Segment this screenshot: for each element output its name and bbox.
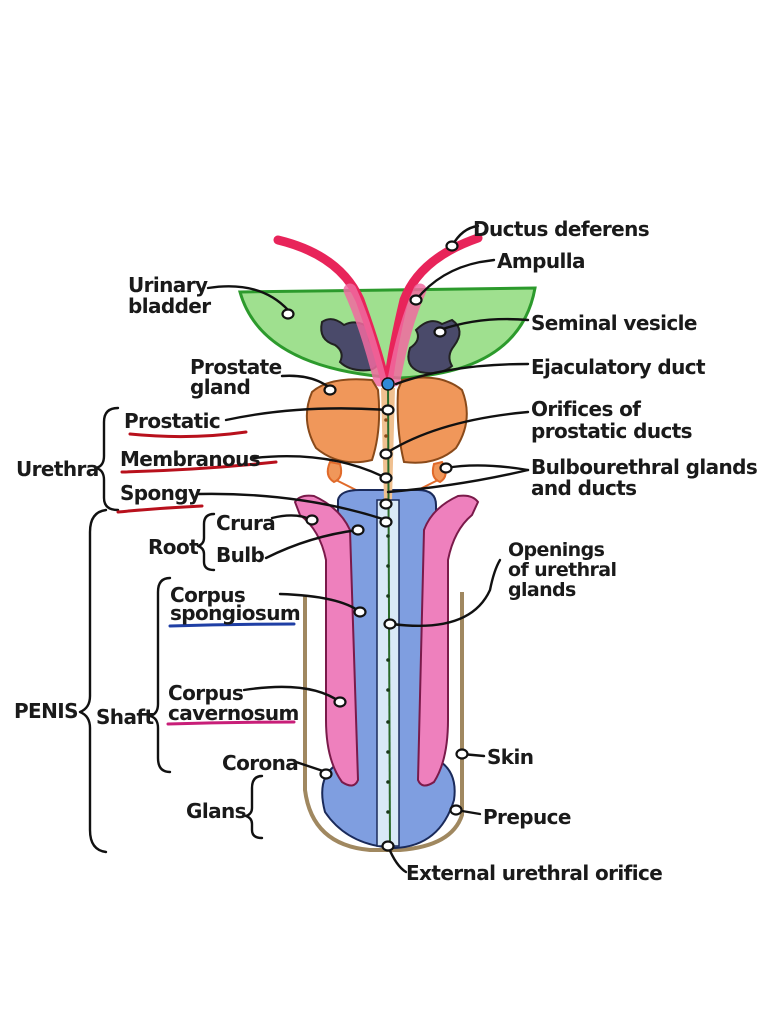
underline-corpus-cavernosum (166, 720, 296, 726)
label-external-urethral-orifice: External urethral orifice (406, 861, 662, 885)
label-openings-2: of urethral (508, 559, 616, 581)
underline-membranous (120, 460, 278, 474)
prostate-right-shape (396, 376, 468, 464)
label-root: Root (148, 535, 199, 559)
urethra-spongy-shape (376, 499, 400, 847)
ejaculatory-junction (381, 377, 395, 391)
label-corpus-cavernosum-1: Corpus (168, 681, 243, 705)
corpus-cavernosum-right-shape (416, 494, 480, 787)
prostatic-duct-dots (384, 418, 388, 438)
label-openings-3: glands (508, 579, 576, 601)
label-penis: PENIS (14, 699, 78, 723)
label-urinary-bladder-1: Urinary (128, 273, 208, 297)
label-ampulla: Ampulla (497, 249, 585, 273)
label-spongy: Spongy (120, 481, 201, 505)
label-urinary-bladder-2: bladder (128, 294, 211, 318)
label-glans: Glans (186, 799, 246, 823)
leader-rings (281, 240, 469, 852)
label-ductus-deferens: Ductus deferens (473, 217, 649, 241)
label-prostate-gland-1: Prostate (190, 355, 282, 379)
brace-penis (78, 508, 108, 854)
label-orifices-1: Orifices of (531, 397, 641, 421)
ampulla-left-shape (343, 283, 387, 387)
label-openings-1: Openings (508, 539, 605, 561)
label-corpus-spongiosum-2: spongiosum (170, 601, 300, 625)
label-shaft: Shaft (96, 705, 154, 729)
seminal-vesicle-right-shape (407, 318, 461, 375)
label-bulb: Bulb (216, 543, 265, 567)
corpus-cavernosum-left-shape (293, 494, 360, 787)
brace-shaft (148, 576, 172, 774)
label-seminal-vesicle: Seminal vesicle (531, 311, 697, 335)
label-prostatic: Prostatic (124, 409, 220, 433)
label-skin: Skin (487, 745, 533, 769)
label-bulbourethral-2: and ducts (531, 476, 637, 500)
label-corpus-spongiosum-1: Corpus (170, 583, 245, 607)
underline-corpus-spongiosum (168, 622, 296, 628)
label-ejaculatory-duct: Ejaculatory duct (531, 355, 706, 379)
label-orifices-2: prostatic ducts (531, 419, 692, 443)
label-crura: Crura (216, 511, 275, 535)
urethral-gland-dots (386, 534, 390, 814)
label-membranous: Membranous (120, 447, 260, 471)
brace-glans (244, 774, 264, 840)
prostate-left-shape (305, 378, 381, 464)
label-bulbourethral-1: Bulbourethral glands (531, 455, 757, 479)
brace-root (196, 512, 216, 572)
brace-urethra (94, 406, 120, 512)
label-urethra: Urethra (16, 457, 99, 481)
label-corona: Corona (222, 751, 298, 775)
label-prepuce: Prepuce (483, 805, 571, 829)
underline-spongy (116, 504, 204, 514)
label-prostate-gland-2: gland (190, 375, 250, 399)
skin-outline (303, 592, 464, 852)
underline-prostatic (128, 430, 248, 439)
label-corpus-cavernosum-2: cavernosum (168, 701, 299, 725)
